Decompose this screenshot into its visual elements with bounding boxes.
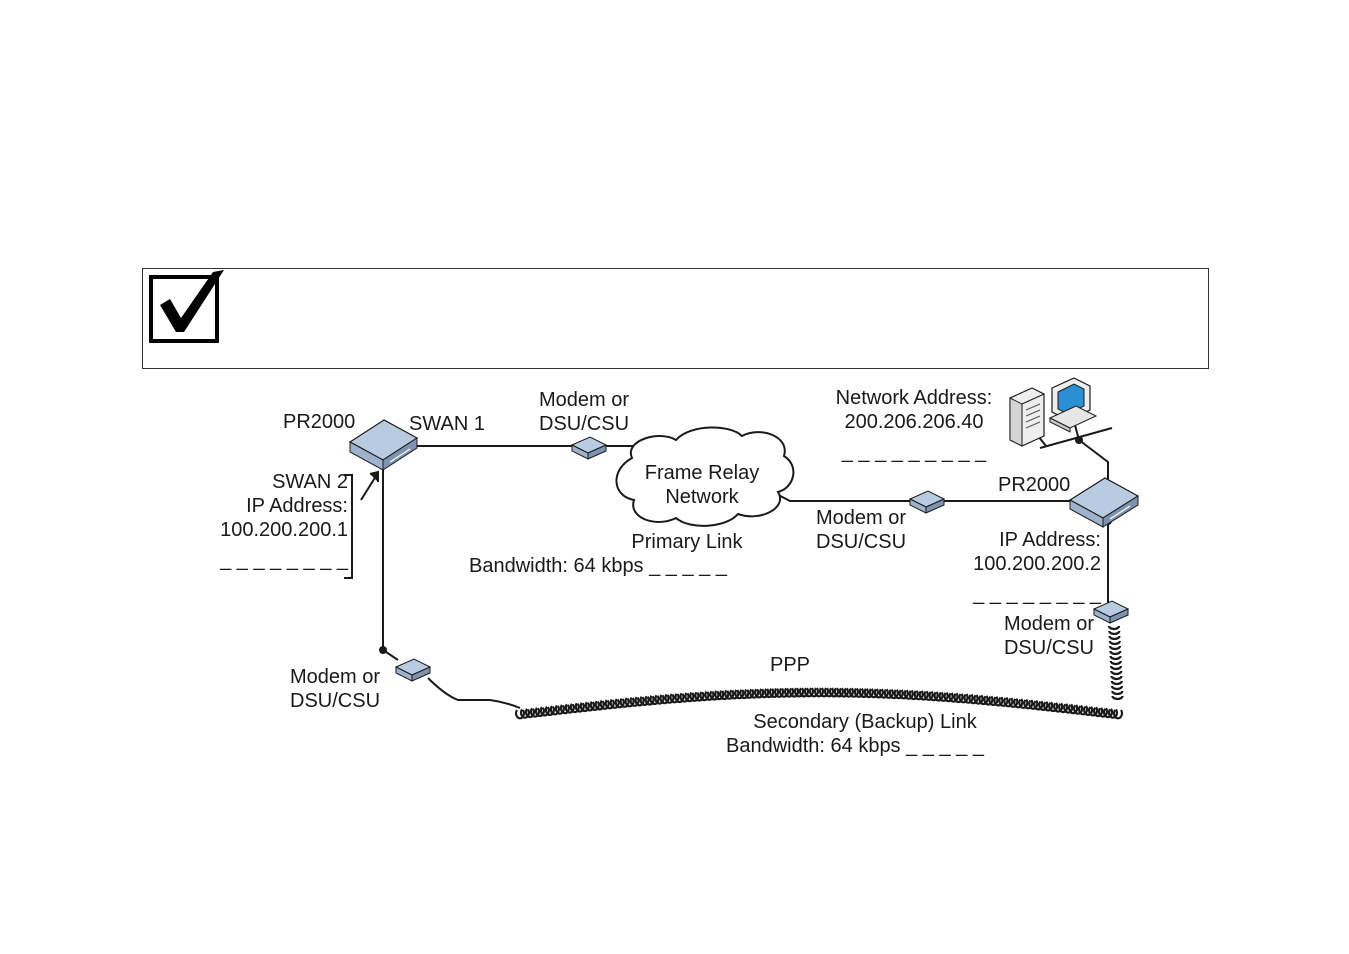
swan2-bracket xyxy=(344,470,379,579)
checkmark-icon xyxy=(149,270,224,343)
frame-relay-cloud xyxy=(615,426,795,527)
right-ip-value: 100.200.200.2 xyxy=(973,553,1101,575)
right-router-label: PR2000 xyxy=(998,474,1070,496)
note-box xyxy=(142,268,1209,369)
mid-modem-label-2: DSU/CSU xyxy=(816,531,906,553)
backup-line-left xyxy=(427,677,521,709)
secondary-link-label: Secondary (Backup) Link xyxy=(753,711,977,733)
modem-top xyxy=(570,436,608,460)
right-ip-label: IP Address: xyxy=(999,529,1101,551)
right-ip-blank: _ _ _ _ _ _ _ _ xyxy=(972,583,1102,605)
labels: PR2000 SWAN 1 SWAN 2 IP Address: 100.200… xyxy=(219,387,1102,757)
left-ip-blank: _ _ _ _ _ _ _ _ xyxy=(219,549,349,571)
lan-link xyxy=(1078,439,1109,485)
primary-bandwidth-label: Bandwidth: 64 kbps _ _ _ _ _ xyxy=(469,555,728,577)
cloud-label-1: Frame Relay xyxy=(645,462,759,484)
lan-junction xyxy=(1075,436,1083,444)
mid-modem-label-1: Modem or xyxy=(816,507,906,529)
primary-link-label: Primary Link xyxy=(631,531,743,553)
network-address-value: 200.206.206.40 xyxy=(844,411,983,433)
backup-vertical-left xyxy=(382,462,399,661)
network-address-blank: _ _ _ _ _ _ _ _ _ xyxy=(841,441,987,463)
right-modem-label-2: DSU/CSU xyxy=(1004,637,1094,659)
modem-middle xyxy=(908,490,946,514)
left-router-label: PR2000 xyxy=(283,411,355,433)
left-ip-value: 100.200.200.1 xyxy=(220,519,348,541)
ppp-label: PPP xyxy=(770,654,810,676)
right-router xyxy=(1068,477,1140,528)
coil-vertical xyxy=(1107,625,1124,701)
modem-left xyxy=(394,658,432,682)
coil-horizontal xyxy=(514,687,1124,720)
top-modem-label-2: DSU/CSU xyxy=(539,413,629,435)
ppp-coiled-cable xyxy=(514,625,1124,720)
workstation-icon xyxy=(1048,377,1098,433)
modem-right xyxy=(1092,600,1130,624)
left-modem-label-2: DSU/CSU xyxy=(290,690,380,712)
swan1-label: SWAN 1 xyxy=(409,413,485,435)
primary-link-line-right xyxy=(764,487,912,502)
left-ip-label: IP Address: xyxy=(246,495,348,517)
left-modem-label-1: Modem or xyxy=(290,666,380,688)
left-router xyxy=(348,419,419,471)
right-modem-label-1: Modem or xyxy=(1004,613,1094,635)
cloud-label-2: Network xyxy=(665,486,739,508)
server-icon xyxy=(1009,387,1045,447)
network-address-label: Network Address: xyxy=(836,387,993,409)
left-junction xyxy=(379,646,387,654)
top-modem-label-1: Modem or xyxy=(539,389,629,411)
swan2-label: SWAN 2 xyxy=(272,471,348,493)
secondary-bandwidth-label: Bandwidth: 64 kbps _ _ _ _ _ xyxy=(726,735,985,757)
